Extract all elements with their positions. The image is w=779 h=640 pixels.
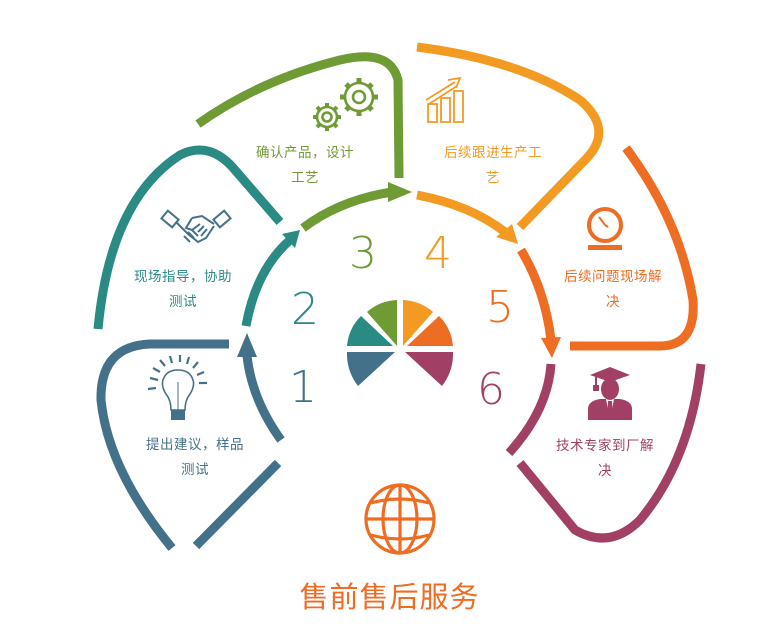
step-3-label-line1: 确认产品，设计: [256, 145, 354, 161]
step-3-label-line2: 工艺: [291, 170, 319, 186]
step-5-label-line2: 决: [606, 294, 620, 310]
step-5-petal: [517, 145, 698, 351]
step-4-number: 4: [424, 228, 452, 279]
step-1-arrowhead: [237, 333, 257, 357]
step-4-label-line1: 后续跟进生产工: [444, 145, 542, 161]
step-3-petal: [195, 52, 404, 232]
handshake-icon: [160, 209, 232, 244]
segmented-semicircle-icon: [346, 300, 454, 386]
step-5-number: 5: [486, 282, 514, 333]
step-5-label: 后续问题现场解 决: [548, 265, 678, 315]
graduate-icon: [588, 367, 632, 420]
step-6-label-line1: 技术专家到厂解: [556, 438, 654, 454]
step-4-arrowhead: [496, 224, 518, 244]
step-2-petal: [93, 145, 294, 330]
step-2-number: 2: [291, 284, 319, 335]
step-4-petal: [416, 42, 604, 236]
step-1-label-line2: 测试: [181, 462, 209, 478]
step-6-number: 6: [477, 364, 505, 415]
gears-icon: [313, 78, 378, 131]
step-6-label: 技术专家到厂解 决: [540, 434, 670, 484]
step-5-label-line1: 后续问题现场解: [564, 269, 662, 285]
step-3-number: 3: [349, 228, 377, 279]
clock-icon: [587, 207, 623, 250]
step-4-label: 后续跟进生产工 艺: [428, 141, 558, 191]
step-3-arrowhead: [388, 182, 412, 202]
step-3-label: 确认产品，设计 工艺: [240, 141, 370, 191]
step-2-arrowhead: [282, 230, 300, 248]
step-2-label: 现场指导，协助 测试: [118, 265, 248, 315]
step-5-arrowhead: [541, 337, 561, 358]
step-6-petal: [505, 363, 706, 543]
diagram-title: 售前售后服务: [299, 580, 480, 614]
growth-chart-icon: [425, 76, 464, 123]
step-1-label: 提出建议，样品 测试: [130, 433, 260, 483]
step-4-label-line2: 艺: [486, 170, 500, 186]
globe-icon: [364, 483, 436, 555]
step-2-label-line2: 测试: [169, 294, 197, 310]
step-6-label-line2: 决: [598, 463, 612, 479]
step-1-number: 1: [289, 362, 317, 413]
lightbulb-icon: [147, 355, 207, 420]
step-1-label-line1: 提出建议，样品: [146, 437, 244, 453]
step-2-label-line1: 现场指导，协助: [134, 269, 232, 285]
